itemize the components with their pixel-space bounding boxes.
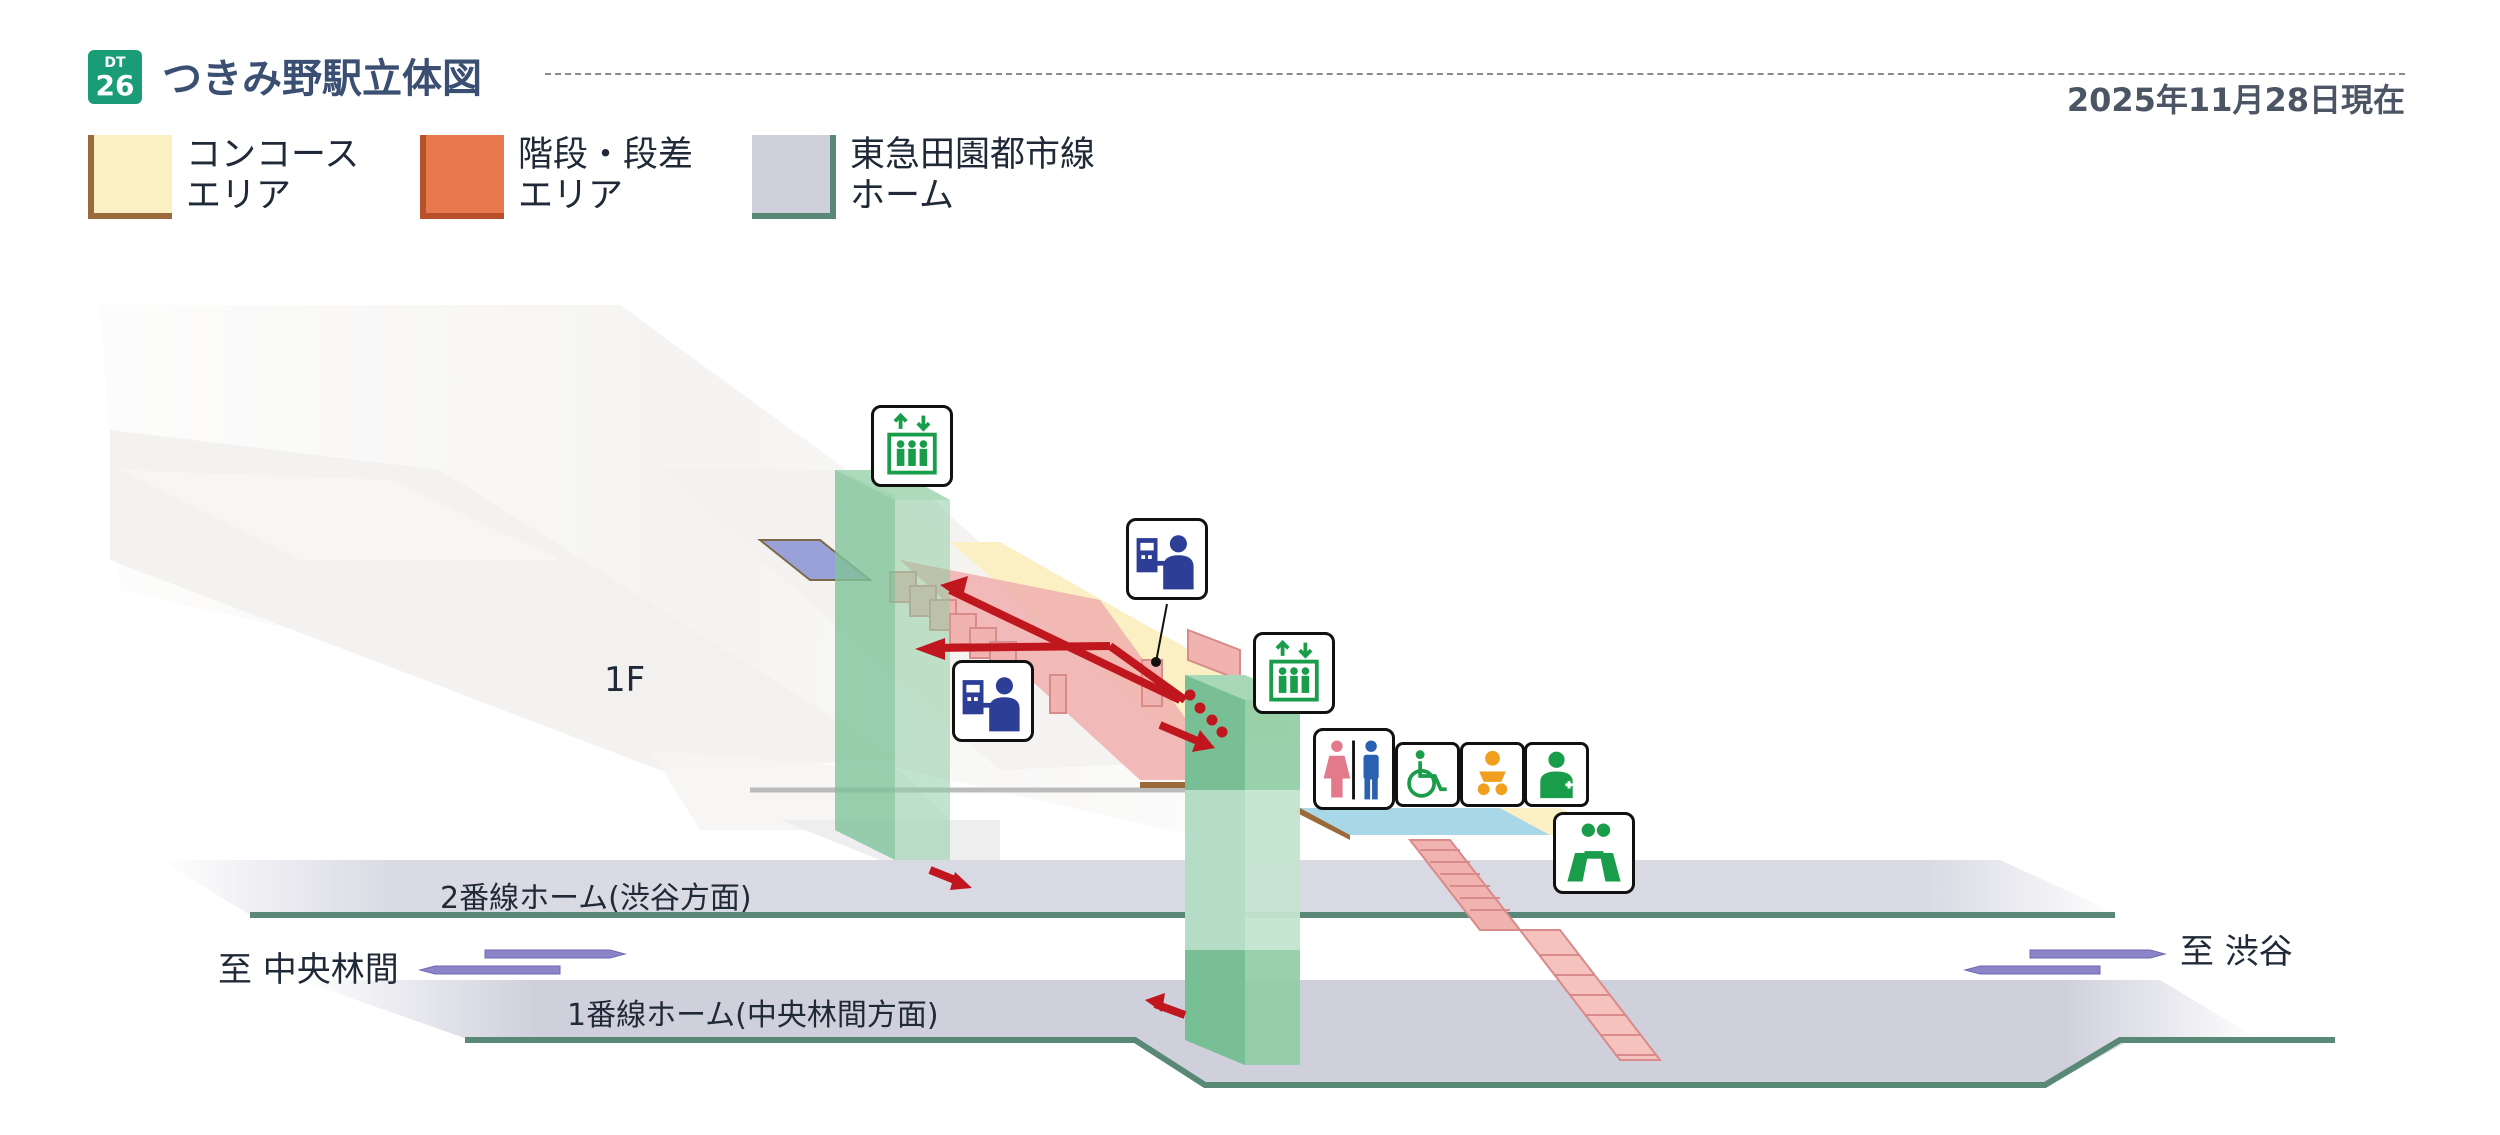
direction-arrows-left: [418, 949, 627, 975]
legend-swatch-stairs: [420, 135, 504, 219]
baby-care-icon: [1460, 742, 1525, 807]
station-number: 26: [95, 69, 135, 102]
legend-swatch-platform: [752, 135, 836, 219]
platform-stairs: [1407, 839, 1663, 1061]
ticket-machine-icon: [952, 660, 1034, 742]
date-stamp: 2025年11月28日現在: [2066, 81, 2405, 119]
platform-1-label: 1番線ホーム(中央林間方面): [567, 998, 939, 1033]
callout-dot: [1151, 657, 1161, 667]
first-aid-icon: [1524, 742, 1589, 807]
legend-label-platform-1: 東急田園都市線: [850, 135, 1096, 175]
direction-label-chuo-rinkan: 至 中央林間: [218, 950, 399, 990]
legend-swatch-concourse: [88, 135, 172, 219]
legend-label-concourse-2: エリア: [186, 176, 292, 216]
line-code: DT: [104, 55, 126, 71]
platform-2-label: 2番線ホーム(渋谷方面): [440, 881, 752, 916]
legend-label-stairs-1: 階段・段差: [518, 135, 694, 175]
priority-seat-icon: [1553, 812, 1635, 894]
elevator-icon: [1253, 632, 1335, 714]
legend-label-platform-2: ホーム: [850, 176, 954, 216]
legend-label-concourse-1: コンコース: [186, 135, 360, 175]
station-number-badge: DT 26: [88, 50, 142, 104]
direction-label-shibuya: 至 渋谷: [2180, 932, 2293, 972]
legend-label-stairs-2: エリア: [518, 176, 624, 216]
direction-arrows-right: [1963, 949, 2167, 975]
restroom-icon: [1313, 728, 1395, 810]
elevator-shaft-left: [835, 470, 950, 860]
title-divider: [545, 73, 2405, 75]
route-arrows: [915, 576, 1228, 1019]
elevator-icon: [871, 405, 953, 487]
wheelchair-icon: [1395, 742, 1460, 807]
floor-label: 1F: [604, 660, 646, 700]
callout-leader: [1155, 603, 1168, 663]
ticket-machine-icon: [1126, 518, 1208, 600]
ground-structure: [100, 305, 1300, 860]
page-title: つきみ野駅立体図: [162, 56, 482, 102]
